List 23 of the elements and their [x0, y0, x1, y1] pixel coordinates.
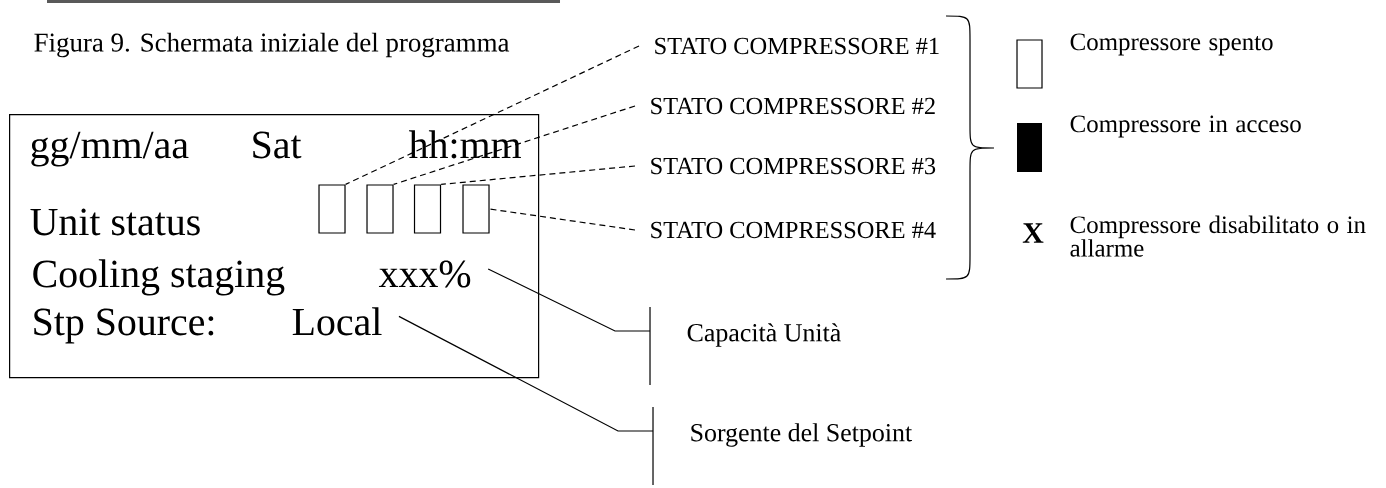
leader-line [489, 208, 636, 231]
status-square [318, 184, 346, 234]
status-label: STATO COMPRESSORE #2 [651, 97, 935, 115]
status-label: STATO COMPRESSORE #3 [651, 157, 936, 175]
status-square [462, 184, 490, 234]
leader-line [393, 105, 636, 185]
legend-text: Compressore in acceso [1070, 115, 1301, 138]
callout-text: Sorgente del Setpoint [691, 423, 912, 447]
leader-line [398, 315, 654, 486]
leader-line [487, 268, 651, 386]
display-value: Local [292, 307, 382, 336]
leader-line [440, 165, 636, 185]
leader-line [345, 45, 640, 185]
callout-text: Capacità Unità [687, 323, 841, 347]
legend-text: Compressore disabilitato o in allarme [1070, 215, 1366, 257]
legend-text: Compressore spento [1070, 33, 1273, 56]
status-square [366, 184, 394, 234]
display-value: xxx% [378, 260, 471, 288]
status-label: STATO COMPRESSORE #4 [651, 221, 936, 239]
legend-symbol: X [1022, 223, 1044, 243]
status-square [413, 184, 442, 234]
figure-caption: Figura 9. Schermata iniziale del programma [34, 32, 510, 58]
status-label: STATO COMPRESSORE #1 [655, 37, 939, 55]
